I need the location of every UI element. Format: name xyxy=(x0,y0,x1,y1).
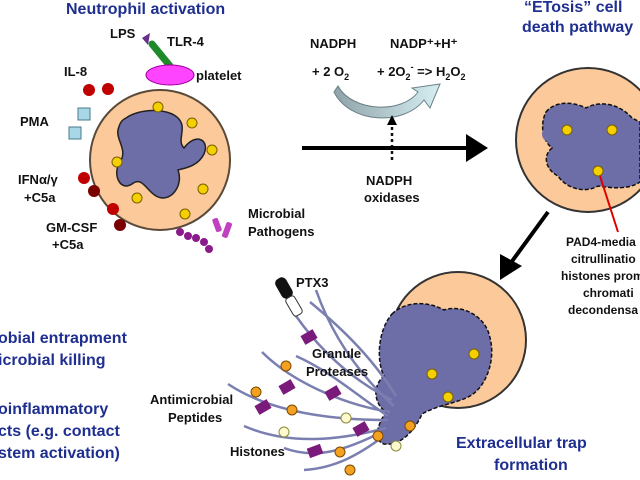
ptx3-label: PTX3 xyxy=(296,275,329,290)
granule-label-line1: Granule xyxy=(312,346,361,361)
pad4-pointer-line xyxy=(599,175,619,233)
superoxide-label: + 2O2- => H2O2 xyxy=(377,62,466,82)
net-fibres xyxy=(227,289,398,472)
pma-square-icon xyxy=(68,126,82,140)
net-histone-boxes xyxy=(254,329,370,459)
platelet-icon xyxy=(145,64,195,86)
tlr4-receptor-icon xyxy=(148,40,174,70)
c5a-dot xyxy=(114,219,126,231)
pma-square-icon xyxy=(77,107,91,121)
granule xyxy=(179,208,191,220)
granule xyxy=(561,124,573,136)
granule xyxy=(186,117,198,129)
il8-label: IL-8 xyxy=(64,64,87,79)
peptides-label-line2: Peptides xyxy=(168,410,222,425)
c5a-dot xyxy=(88,185,100,197)
gmcsf-label-line2: +C5a xyxy=(52,237,84,252)
granule xyxy=(606,124,618,136)
oxidase-label-line2: oxidases xyxy=(364,190,420,205)
granule xyxy=(111,156,123,168)
gmcsf-dot xyxy=(107,203,119,215)
function-line1: obial entrapment xyxy=(0,330,128,347)
nucleus-bleb xyxy=(542,126,558,142)
ptx3-icon xyxy=(275,277,293,299)
net-cell xyxy=(375,271,527,445)
oxygen-label: + 2 O2 xyxy=(312,64,349,82)
net-peptide-dots xyxy=(278,412,402,452)
pma-label: PMA xyxy=(20,114,50,129)
ifn-label-line2: +C5a xyxy=(24,190,56,205)
granule xyxy=(206,144,218,156)
granule xyxy=(131,192,143,204)
ifn-dot xyxy=(78,172,90,184)
oxidase-label-line1: NADPH xyxy=(366,173,412,188)
neutrophil-nucleus xyxy=(116,109,207,199)
net-protease-dots xyxy=(250,360,416,476)
granule xyxy=(152,101,164,113)
etosis-cell xyxy=(515,67,640,213)
pad4-label-line5: decondensa xyxy=(568,303,638,317)
tlr4-label: TLR-4 xyxy=(167,34,205,49)
granule xyxy=(442,391,454,403)
etosis-down-arrow-head xyxy=(500,254,522,280)
trap-title-line2: formation xyxy=(494,457,568,474)
function-line3: oinflammatory xyxy=(0,401,108,418)
etosis-down-arrow-shaft xyxy=(508,210,550,266)
ifn-label-line1: IFNα/γ xyxy=(18,172,59,187)
granule xyxy=(426,368,438,380)
pad4-label-line1: PAD4-media xyxy=(566,235,636,249)
granule xyxy=(592,165,604,177)
il8-dot xyxy=(102,83,114,95)
neutrophil-activation-title: Neutrophil activation xyxy=(66,1,225,18)
trap-title-line1: Extracellular trap xyxy=(456,435,587,452)
microbes-label-line2: Pathogens xyxy=(248,224,314,239)
etosis-title-line1: “ETosis” cell xyxy=(524,0,622,16)
granule xyxy=(468,348,480,360)
function-line5: stem activation) xyxy=(0,445,120,462)
pad4-label-line3: histones prom xyxy=(561,269,640,283)
redox-curved-arrow xyxy=(333,83,441,119)
nadph-label: NADPH xyxy=(310,36,356,51)
microbial-pathogens-icon xyxy=(176,217,232,253)
histones-label: Histones xyxy=(230,444,285,459)
lps-label: LPS xyxy=(110,26,136,41)
pad4-label-line2: citrullinatio xyxy=(571,252,636,266)
function-line4: cts (e.g. contact xyxy=(0,423,120,440)
il8-dot xyxy=(83,84,95,96)
granule xyxy=(197,183,209,195)
gmcsf-label-line1: GM-CSF xyxy=(46,220,97,235)
ptx3-tail-icon xyxy=(285,295,303,317)
peptides-label-line1: Antimicrobial xyxy=(150,392,233,407)
granule-label-line2: Proteases xyxy=(306,364,368,379)
etosis-title-line2: death pathway xyxy=(522,19,633,36)
lps-icon xyxy=(142,33,150,45)
neutrophil-granules xyxy=(111,101,218,220)
nadp-label: NADP⁺+H⁺ xyxy=(390,36,458,51)
activation-main-arrow-head xyxy=(466,134,488,162)
pad4-label-line4: chromati xyxy=(583,286,634,300)
platelet-label: platelet xyxy=(196,68,242,83)
function-line2: icrobial killing xyxy=(0,352,106,369)
microbes-label-line1: Microbial xyxy=(248,206,305,221)
